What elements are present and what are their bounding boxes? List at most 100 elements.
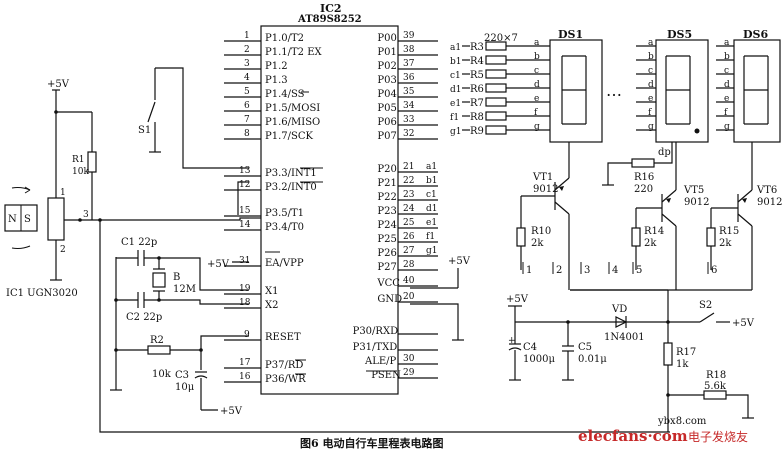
ic2-left-pin-num: 31: [239, 256, 250, 266]
ic2-left-pin-name: P1.2: [265, 61, 288, 72]
seg-r-value: 220×7: [484, 33, 518, 44]
ic2-right-pin-num: 30: [403, 354, 415, 364]
digit-bus-label: 5: [636, 265, 642, 276]
display-ds1: DS1: [549, 28, 603, 143]
r16-resistor: R16 220: [602, 142, 673, 195]
reset-vcc: +5V: [220, 406, 243, 417]
ic2-left-pin-name: P1.3: [265, 75, 288, 86]
power-vcc: +5V: [506, 294, 529, 305]
ic2-right-pin-name: P27: [377, 262, 396, 273]
vd-part: 1N4001: [604, 332, 645, 343]
ic2-port-net: f1: [426, 232, 435, 242]
dp-label: dp: [658, 147, 671, 158]
ic2-right-pin-num: 29: [403, 368, 415, 378]
ic2-right-pin-name: P21: [377, 178, 396, 189]
ds5-seg-letter: c: [648, 66, 653, 76]
ic2-left-pin-num: 18: [239, 298, 251, 308]
ic2-right-pin-num: 22: [403, 176, 414, 186]
seg-resistor: [485, 69, 507, 79]
base-resistor: [706, 227, 716, 247]
ic2-left-pin-num: 17: [239, 358, 251, 368]
power-supply: +5V + C4 1000μ C5 0.01μ VD 1N4001 S2 +5V: [506, 289, 755, 432]
ic2-port-net: d1: [426, 204, 438, 214]
base-resistor: [516, 227, 526, 247]
ds6-seg-letter: c: [724, 66, 729, 76]
ic2-left-pin-name: P3.4/T0: [265, 222, 304, 233]
seg-letter: a: [534, 38, 540, 48]
base-resistor: [631, 227, 641, 247]
ic2-right-pin-name: P01: [377, 47, 396, 58]
ic2-left-pin-name: X1: [265, 286, 278, 297]
ic2-right-pin-num: 23: [403, 190, 415, 200]
ds6-seg-letter: e: [724, 94, 729, 104]
vt6-type: 9012: [757, 197, 782, 208]
ic2-left-pin-name: P3.5/T1: [265, 208, 304, 219]
vd-ref: VD: [611, 304, 627, 315]
vt5-type: 9012: [684, 197, 709, 208]
sensor-body: [47, 197, 65, 241]
s2-vcc: +5V: [732, 318, 755, 329]
ds5-seg-letter: b: [648, 52, 654, 62]
seg-net-in: b1: [450, 57, 462, 67]
r15-value: 2k: [719, 238, 732, 249]
ic2-right-pin-num: 27: [403, 246, 415, 256]
ic2-port-net: a1: [426, 162, 437, 172]
s1-label: S1: [138, 125, 151, 136]
ds5-seg-letter: d: [648, 80, 654, 90]
ic2-right-pin-num: 26: [403, 232, 415, 242]
ds6-seg-letter: d: [724, 80, 730, 90]
ic2-left-pin-num: 7: [244, 115, 250, 125]
ic2-left-pin-name: X2: [265, 300, 278, 311]
r18-ref: R18: [706, 370, 726, 381]
ic2-left-pin-name: EA/VPP: [265, 258, 304, 269]
crystal-circuit: C1 22p B 12M C2 22p: [110, 237, 249, 391]
r1-resistor: R1 10k: [54, 110, 97, 220]
ds6-label: DS6: [743, 28, 768, 41]
figure-caption: 图6 电动自行车里程表电路图: [300, 436, 443, 450]
ic2-right-pin-name: ALE/P: [364, 356, 397, 367]
seg-net-in: e1: [450, 99, 461, 109]
sensor-pin3: 3: [83, 210, 89, 220]
ic2-left-pin-name: P1.5/MOSI: [265, 103, 320, 114]
ic2-right-pin-name: GND: [377, 294, 402, 305]
ic2-left-pin-num: 16: [239, 372, 251, 382]
c4-ref: C4: [523, 342, 537, 353]
ic2-left-pin-num: 2: [244, 45, 250, 55]
ds5-seg-letter: f: [648, 108, 652, 118]
ic2-part: AT89S8252: [297, 14, 362, 25]
ic2-left-pin-num: 19: [239, 284, 251, 294]
seg-letter: g: [534, 122, 540, 132]
r18-value: 5.6k: [704, 381, 727, 392]
ic2-right-pin-name: P07: [377, 131, 396, 142]
ic2-left-pin-num: 12: [239, 180, 250, 190]
seg-letter: f: [534, 108, 538, 118]
ic2-right-pin-num: 38: [403, 45, 415, 55]
ic2-right-pin-num: 21: [403, 162, 414, 172]
digit-bus-label: 4: [612, 265, 618, 276]
seg-resistor-ref: R9: [470, 126, 484, 137]
seg-letter: d: [534, 80, 540, 90]
sensor-pin2: 2: [60, 245, 66, 255]
ic2-right-pin-name: P24: [377, 220, 396, 231]
ic2-port-net: g1: [426, 246, 438, 256]
s2-label: S2: [699, 300, 712, 311]
ic2-right-pin-num: 40: [403, 276, 415, 286]
r16-value: 220: [634, 184, 653, 195]
ic2-body: [260, 25, 399, 395]
ic2-right-pin-name: P22: [377, 192, 396, 203]
ds6-seg-letter: g: [724, 122, 730, 132]
watermark-site: ybx8.com: [657, 416, 707, 427]
seg-net-in: g1: [450, 127, 462, 137]
r2-ref: R2: [150, 335, 164, 346]
ic2-left-pin-name: P1.7/SCK: [265, 131, 314, 142]
watermark-brand: elecfans·com: [578, 427, 688, 445]
ic2-left-pin-num: 6: [244, 101, 250, 111]
vcc-pin-label: +5V: [448, 256, 471, 267]
ic2-left-pin-name: P36/WR: [265, 374, 306, 385]
ic2-port-net: b1: [426, 176, 438, 186]
ds5-seg-letter: a: [648, 38, 654, 48]
ic2-right-pin-num: 36: [403, 73, 415, 83]
